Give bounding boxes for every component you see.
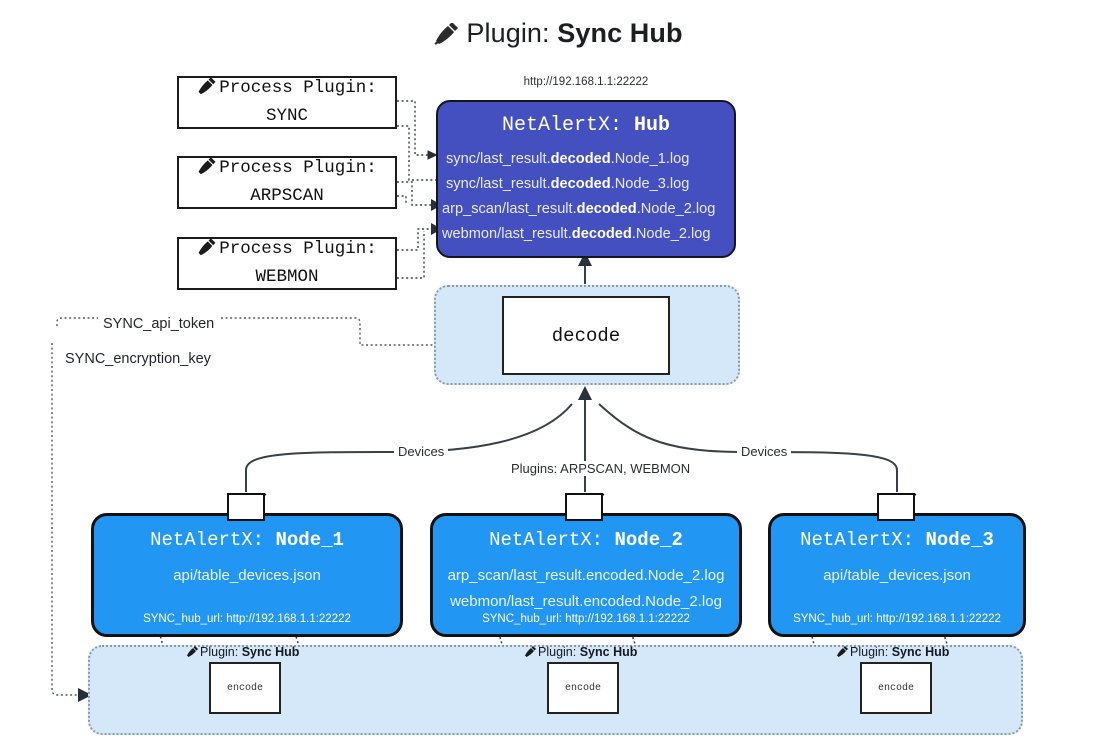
node-line: webmon/last_result.encoded.Node_2.log [450,593,722,610]
node-footer: SYNC_hub_url: http://192.168.1.1:22222 [793,613,1001,625]
hub-title-prefix: NetAlertX: [501,114,622,137]
hub-log-item: sync/last_result.decoded.Node_1.log [446,151,690,167]
encode-plugin-label-3: Plugin: Sync Hub [836,645,949,661]
node-title-name: Node_1 [275,529,344,551]
envelope-icon [877,493,915,521]
process-plugin-label: Process Plugin: [219,77,377,98]
page-title-prefix: Plugin: [466,18,550,48]
node-line-list: arp_scan/last_result.encoded.Node_2.log … [433,563,739,615]
plug-icon [197,156,217,184]
hub-log-item: arp_scan/last_result.decoded.Node_2.log [442,201,716,217]
envelope-icon [227,493,265,521]
hub-title: NetAlertX: Hub [438,114,734,137]
process-plugin-name: SYNC [265,106,308,126]
hub-node[interactable]: NetAlertX: Hub sync/last_result.decoded.… [436,100,736,258]
edge-label-plugins-center: Plugins: ARPSCAN, WEBMON [507,461,695,476]
hub-log-item: sync/last_result.decoded.Node_3.log [446,176,690,192]
node-title-prefix: NetAlertX: [800,529,915,551]
encode-box-2[interactable]: encode [547,662,619,714]
process-plugin-label: Process Plugin: [219,238,377,259]
node-title: NetAlertX: Node_1 [94,529,400,551]
node-title-name: Node_2 [614,529,683,551]
node-footer: SYNC_hub_url: http://192.168.1.1:22222 [143,613,351,625]
edge-label-devices-left: Devices [394,444,449,459]
node-box-node-3[interactable]: NetAlertX: Node_3 api/table_devices.json… [768,513,1026,637]
process-plugin-label: Process Plugin: [219,157,377,178]
encode-box-1[interactable]: encode [209,662,281,714]
process-plugin-box-arpscan[interactable]: Process Plugin: ARPSCAN [177,156,397,209]
edge-label-devices-right: Devices [737,444,792,459]
encode-plugin-label-1: Plugin: Sync Hub [186,645,299,661]
plug-icon [434,21,460,52]
plug-icon [524,646,537,661]
setting-api-token-label: SYNC_api_token [98,316,220,332]
node-box-node-1[interactable]: NetAlertX: Node_1 api/table_devices.json… [91,513,403,637]
plug-icon [197,76,217,104]
plug-icon [197,237,217,265]
node-box-node-2[interactable]: NetAlertX: Node_2 arp_scan/last_result.e… [430,513,742,637]
node-title: NetAlertX: Node_3 [771,529,1023,551]
node-line-list: api/table_devices.json [771,563,1023,589]
process-plugin-name: WEBMON [255,267,319,287]
node-line: api/table_devices.json [173,567,321,584]
node-title-prefix: NetAlertX: [489,529,604,551]
envelope-icon [565,493,603,521]
node-line: api/table_devices.json [823,567,971,584]
process-plugin-box-sync[interactable]: Process Plugin: SYNC [177,76,397,129]
node-footer: SYNC_hub_url: http://192.168.1.1:22222 [482,613,690,625]
node-title-prefix: NetAlertX: [150,529,265,551]
hub-log-item: webmon/last_result.decoded.Node_2.log [442,226,711,242]
process-plugin-name: ARPSCAN [250,186,324,206]
hub-log-list: sync/last_result.decoded.Node_1.log sync… [438,147,734,247]
process-plugin-box-webmon[interactable]: Process Plugin: WEBMON [177,237,397,290]
node-line-list: api/table_devices.json [94,563,400,589]
node-line: arp_scan/last_result.encoded.Node_2.log [447,567,725,584]
hub-url: http://192.168.1.1:22222 [523,76,649,88]
encode-box-3[interactable]: encode [860,662,932,714]
setting-encryption-key-label: SYNC_encryption_key [60,351,216,367]
page-title-name: Sync Hub [557,18,683,48]
hub-title-name: Hub [634,114,671,137]
plug-icon [186,646,199,661]
node-title-name: Node_3 [925,529,994,551]
page-title: Plugin: Sync Hub [0,18,1117,52]
node-title: NetAlertX: Node_2 [433,529,739,551]
decode-box[interactable]: decode [502,296,670,375]
plug-icon [836,646,849,661]
encode-plugin-label-2: Plugin: Sync Hub [524,645,637,661]
